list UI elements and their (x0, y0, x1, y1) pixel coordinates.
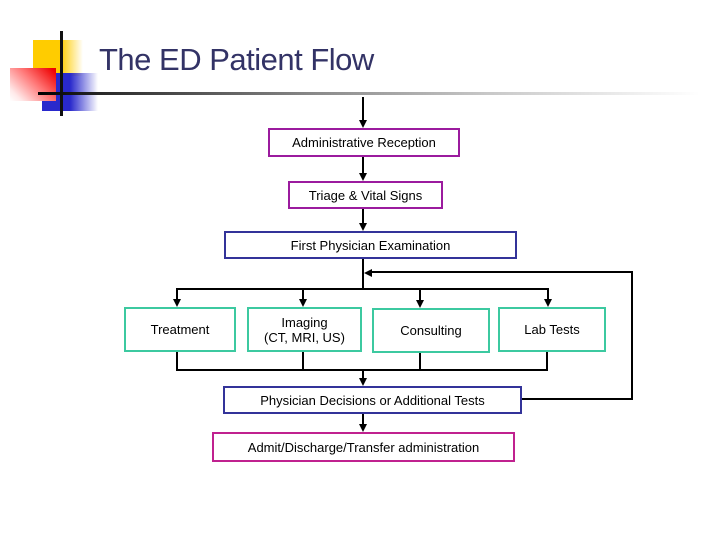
node-label: Imaging (281, 314, 328, 330)
connector-admin-to-triage (362, 157, 364, 174)
node-label: Consulting (400, 323, 462, 338)
arrowhead-feedback-left (364, 269, 372, 277)
node-label: Administrative Reception (292, 135, 436, 150)
node-label: Physician Decisions or Additional Tests (260, 392, 485, 408)
branch-distribution-line (176, 288, 549, 290)
node-label: Lab Tests (524, 322, 580, 337)
arrowhead-into-triage (359, 173, 367, 181)
node-administrative-reception: Administrative Reception (268, 128, 460, 157)
feedback-line-top (371, 271, 633, 273)
node-treatment: Treatment (124, 307, 236, 352)
connector-first-to-branch (362, 259, 364, 290)
arrowhead-into-lab-tests (544, 299, 552, 307)
drop-to-imaging (302, 288, 304, 301)
drop-to-consulting (419, 288, 421, 302)
node-label: Triage & Vital Signs (308, 187, 423, 203)
arrowhead-into-imaging (299, 299, 307, 307)
connector-title-to-admin (362, 97, 364, 121)
consulting-to-collector (419, 353, 421, 371)
arrowhead-into-consulting (416, 300, 424, 308)
drop-to-treatment (176, 288, 178, 301)
treatment-to-collector (176, 352, 178, 371)
imaging-to-collector (302, 352, 304, 371)
decisions-to-admit (362, 414, 364, 425)
node-lab-tests: Lab Tests (498, 307, 606, 352)
arrowhead-into-decisions (359, 378, 367, 386)
feedback-line-vertical (631, 271, 633, 400)
node-sublabel: (CT, MRI, US) (264, 329, 345, 345)
drop-to-lab-tests (547, 288, 549, 301)
node-admit-discharge-transfer: Admit/Discharge/Transfer administration (212, 432, 515, 462)
connector-triage-to-first (362, 209, 364, 224)
node-first-physician-examination: First Physician Examination (224, 231, 517, 259)
arrowhead-into-first (359, 223, 367, 231)
node-consulting: Consulting (372, 308, 490, 353)
decoration-red-square (10, 68, 56, 101)
node-label: Treatment (150, 322, 210, 337)
node-label: First Physician Examination (290, 237, 451, 253)
page-title: The ED Patient Flow (99, 42, 374, 77)
node-physician-decisions: Physician Decisions or Additional Tests (223, 386, 522, 414)
node-imaging: Imaging (CT, MRI, US) (247, 307, 362, 352)
lab-tests-to-collector (546, 352, 548, 371)
arrowhead-into-admit (359, 424, 367, 432)
arrowhead-into-treatment (173, 299, 181, 307)
feedback-line-bottom (522, 398, 633, 400)
node-triage-vital-signs: Triage & Vital Signs (288, 181, 443, 209)
decoration-vertical-line (60, 31, 63, 116)
arrowhead-into-admin (359, 120, 367, 128)
title-underline (38, 92, 700, 95)
collector-to-decisions (362, 369, 364, 379)
node-label: Admit/Discharge/Transfer administration (247, 439, 480, 455)
